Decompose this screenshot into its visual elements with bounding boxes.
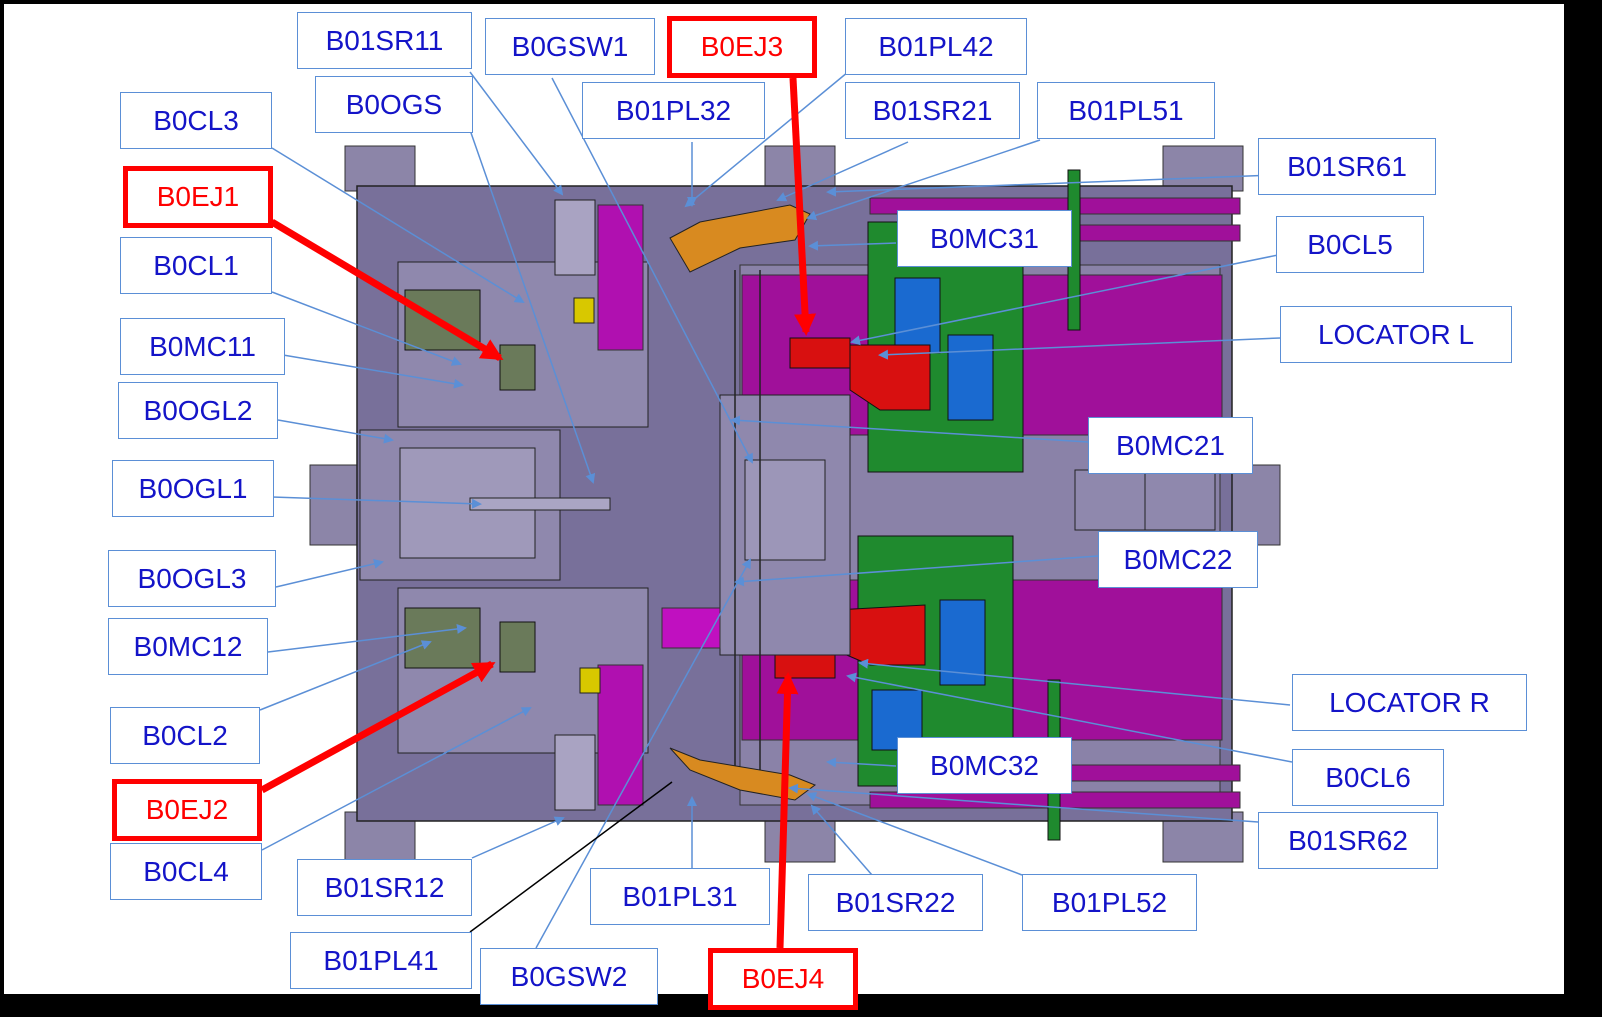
leader-b01pl42 [684,71,849,208]
leader-b0cl3 [271,147,525,304]
label-b0ej2: B0EJ2 [112,779,262,841]
leader-b0mc32 [826,757,897,768]
label-b0ej4: B0EJ4 [708,948,858,1010]
foot-tr [1162,145,1244,192]
leader-b01sr61 [826,174,1276,197]
label-b0mc31: B0MC31 [897,210,1072,267]
machine-drawing [309,145,1281,863]
arrow-b0ej3 [789,77,817,336]
leader-b0cl6 [846,672,1293,763]
red-locator-l-body [849,344,931,411]
leader-b0ogl2 [277,419,394,444]
label-b0gsw1: B0GSW1 [485,18,655,75]
olive-clamp-bot [404,607,481,669]
magenta-col-bot [597,664,644,806]
label-b01pl42: B01PL42 [845,18,1027,75]
leader-b0cl4 [261,707,532,851]
orange-arm-bottom [669,747,817,801]
clamp-block-top [554,199,596,276]
label-b0mc12: B0MC12 [108,618,268,675]
clamp-block-bot [554,734,596,811]
leader-b01sr62 [788,783,1259,823]
label-b0ej1: B0EJ1 [123,166,273,228]
magenta-col-top [597,204,644,351]
box-right-1 [1074,469,1146,531]
label-b0cl3: B0CL3 [120,92,272,149]
leader-b01sr12 [471,816,565,859]
center-inner [744,459,826,561]
label-b0ogs: B0OGS [315,76,473,133]
label-b0ogl1: B0OGL1 [112,460,274,517]
label-b0cl4: B0CL4 [110,843,262,900]
leader-b0ogl1 [271,496,482,509]
blue-block-top-1 [894,277,941,354]
label-b01sr22: B01SR22 [808,874,983,931]
yellow-part-top [573,297,595,324]
side-tab-left [309,464,361,546]
red-locator-l [789,337,851,369]
leader-b0mc11 [282,354,464,389]
label-b01pl41: B01PL41 [290,932,472,989]
label-b01sr61: B01SR61 [1258,138,1436,195]
leader-b0mc31 [808,240,897,251]
label-b01sr12: B01SR12 [297,859,472,916]
leader-locator-r [858,658,1291,706]
ejector-arrows [260,77,817,949]
magenta-small-center [661,607,721,649]
leader-b0mc21 [730,415,1089,443]
leader-b0gsw2 [535,558,751,949]
label-b0ogl3: B0OGL3 [108,550,276,607]
yellow-part-bot [579,667,601,694]
olive-clamp-bot-2 [499,621,536,673]
label-b0mc21: B0MC21 [1088,417,1253,474]
arrow-b0ej4 [776,672,799,949]
label-b0cl2: B0CL2 [110,707,260,764]
box-right-2 [1144,469,1216,531]
arrow-b0ej1 [270,218,504,362]
leader-lines [259,71,1293,949]
blue-block-bot-1 [939,599,986,686]
label-b01sr62: B01SR62 [1258,812,1438,869]
leader-b01pl51 [806,139,1041,221]
leader-b0mc12 [267,624,467,653]
label-b01pl51: B01PL51 [1037,82,1215,139]
label-b0mc32: B0MC32 [897,737,1072,794]
leader-b01pl41 [469,781,673,933]
label-b01sr11: B01SR11 [297,12,472,69]
label-b0ogl2: B0OGL2 [118,382,278,439]
leader-b0cl5 [850,254,1279,346]
leader-b0mc22 [734,555,1099,587]
label-b01pl31: B01PL31 [590,868,770,925]
rod-ogl1 [469,497,611,511]
label-b0mc22: B0MC22 [1098,531,1258,588]
label-locator-r: LOCATOR R [1292,674,1527,731]
foot-tl [344,145,416,192]
label-b0ej3: B0EJ3 [667,16,817,78]
label-b01pl52: B01PL52 [1022,874,1197,931]
label-b0gsw2: B0GSW2 [480,948,658,1005]
label-locator-l: LOCATOR L [1280,306,1512,363]
leader-b0gsw1 [551,77,753,464]
leader-b0cl2 [259,640,432,711]
leader-b01pl52 [806,792,1023,876]
leader-locator-l [878,337,1281,360]
label-b0cl5: B0CL5 [1276,216,1424,273]
leader-b01sr22 [810,804,873,876]
label-b01sr21: B01SR21 [845,82,1020,139]
leader-b0cl1 [271,291,462,366]
arrow-b0ej2 [260,660,496,794]
leader-b0ogs [469,129,596,484]
label-b0cl1: B0CL1 [120,237,272,294]
label-b0cl6: B0CL6 [1292,749,1444,806]
label-b01pl32: B01PL32 [582,82,765,139]
olive-clamp-top-2 [499,344,536,391]
label-b0mc11: B0MC11 [120,318,285,375]
leader-b01sr11 [469,71,564,196]
blue-block-top-2 [947,334,994,421]
leader-b0ogl3 [275,558,384,588]
